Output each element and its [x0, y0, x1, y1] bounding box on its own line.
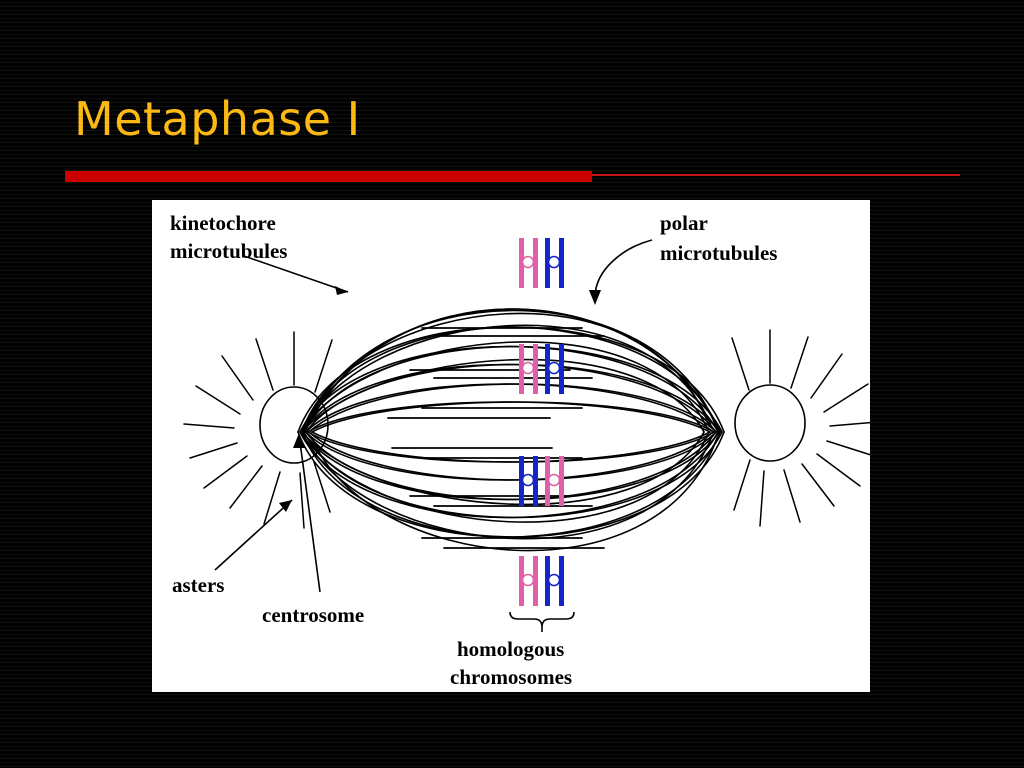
label-homologous-chromosomes-line1: homologous — [457, 637, 564, 661]
title-divider-thick — [65, 171, 592, 182]
metaphase-diagram: kinetochore microtubules polar microtubu… — [170, 211, 870, 689]
kinetochore-arrowhead — [335, 286, 348, 295]
polar-microtubule-segments — [387, 327, 605, 549]
chromosome-pair-2 — [519, 344, 564, 394]
label-polar-microtubules-line2: microtubules — [660, 241, 777, 265]
polar-arrowhead — [589, 290, 601, 305]
chromosome-pair-4 — [519, 556, 564, 606]
chromosome-paternal-2 — [545, 344, 564, 394]
chromosome-maternal-3 — [545, 456, 564, 506]
kinetochore-microtubule-fibers — [301, 312, 718, 552]
centrosome-right — [734, 384, 806, 462]
chromosome-maternal-1 — [519, 238, 538, 288]
chromosome-pair-1 — [519, 238, 564, 288]
asters-left — [183, 331, 333, 529]
diagram-panel: kinetochore microtubules polar microtubu… — [152, 200, 870, 692]
label-homologous-chromosomes-line2: chromosomes — [450, 665, 572, 689]
title-divider — [65, 170, 960, 182]
leader-lines — [214, 239, 653, 593]
title-divider-thin — [592, 174, 960, 176]
label-asters: asters — [172, 573, 224, 597]
chromosome-paternal-4 — [545, 556, 564, 606]
chromosome-maternal-2 — [519, 344, 538, 394]
label-centrosome: centrosome — [262, 603, 364, 627]
chromosome-paternal-3 — [519, 456, 538, 506]
chromosome-paternal-1 — [545, 238, 564, 288]
asters-leader — [214, 499, 293, 571]
asters-arrowhead — [279, 500, 292, 512]
page-title: Metaphase I — [74, 92, 361, 146]
centrosome-left — [259, 386, 329, 464]
label-polar-microtubules-line1: polar — [660, 211, 708, 235]
label-kinetochore-microtubules-line2: microtubules — [170, 239, 287, 263]
centrosome-arrowhead — [293, 433, 305, 448]
asters-right — [731, 329, 870, 527]
homologous-chromosomes-brace — [509, 611, 575, 632]
chromosome-pair-3 — [519, 456, 564, 506]
label-kinetochore-microtubules-line1: kinetochore — [170, 211, 276, 235]
chromosome-maternal-4 — [519, 556, 538, 606]
kinetochore-leader — [243, 255, 349, 293]
centrosome-leader — [299, 441, 321, 593]
polar-leader — [594, 239, 653, 297]
